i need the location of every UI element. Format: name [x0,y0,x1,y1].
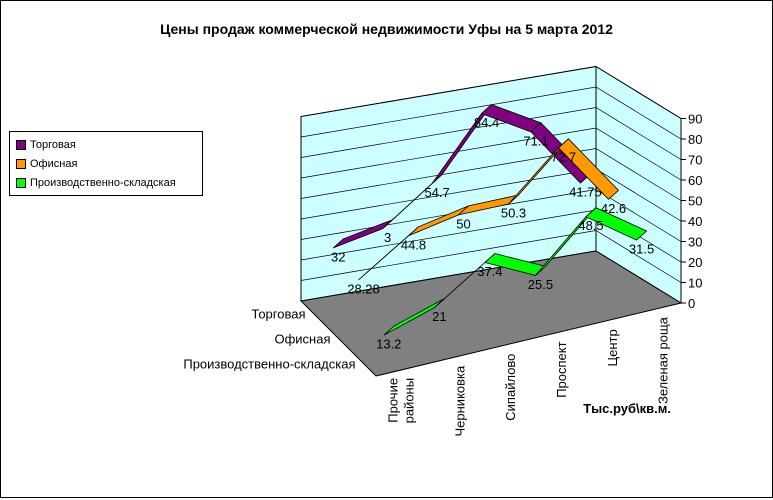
category-label-line: районы [401,378,416,423]
data-label: 37.4 [477,264,502,279]
category-label: Черниковка [452,365,467,437]
gridline [300,66,682,119]
y-tick-label: 60 [688,173,702,188]
legend-item: Производственно-складская [10,173,202,192]
data-label: 44.8 [401,237,426,252]
legend-swatch [16,158,26,169]
y-tick-label: 40 [688,214,702,229]
data-label: 21 [432,309,446,324]
series-segment [557,138,620,200]
data-label: 48.5 [578,218,603,233]
category-label-line: Зеленая роща [656,316,671,404]
series-axis-label: Торговая [251,307,305,322]
y-tick-label: 50 [688,194,702,209]
y-tick-label: 0 [688,296,695,311]
series-axis-label: Производственно-складская [183,357,355,372]
category-label: Центр [605,329,620,366]
data-label: 50.3 [501,206,526,221]
y-tick-label: 80 [688,132,702,147]
legend-label: Торговая [30,138,76,151]
y-tick-label: 10 [688,276,702,291]
y-tick-label: 30 [688,235,702,250]
y-tick-label: 70 [688,153,702,168]
legend-swatch [16,177,26,188]
data-label: 41.75 [569,185,602,200]
category-label-line: Сипайлово [503,354,518,421]
gridline [300,127,682,181]
data-label: 25.5 [528,277,553,292]
series-axis-label: Офисная [274,332,330,347]
data-label: 50 [456,216,470,231]
data-label: 28.28 [347,281,380,296]
gridline [300,230,682,283]
legend-label: Производственно-складская [30,176,176,189]
legend-label: Офисная [30,157,78,170]
axis-unit-label: Тыс.руб\кв.м. [583,401,671,416]
category-label: Зеленая роща [656,316,671,404]
data-label: 42.6 [601,201,626,216]
category-label-line: Прочие [385,378,400,423]
gridline [300,148,682,201]
data-label: 3 [384,230,391,245]
data-label: 13.2 [376,337,401,352]
chart-title: Цены продаж коммерческой недвижимости Уф… [160,21,613,37]
y-tick-label: 20 [688,255,702,270]
category-label-line: Черниковка [452,365,467,437]
data-label: 84.4 [474,115,499,130]
legend-item: Торговая [10,135,202,154]
category-label-line: Проспект [554,341,569,397]
gridline [300,86,682,140]
gridline [300,189,682,242]
category-label: Проспект [554,341,569,397]
legend: Торговая Офисная Производственно-складск… [9,131,203,196]
gridline [300,107,682,160]
y-tick-label: 90 [688,112,702,127]
data-label: 71.1 [523,133,548,148]
category-label-line: Центр [605,329,620,366]
series-segment [585,207,648,241]
legend-item: Офисная [10,154,202,173]
data-label: 54.7 [424,185,449,200]
data-label: 31.5 [629,242,654,257]
data-label: 32 [331,249,345,264]
legend-swatch [16,139,26,150]
category-label: Сипайлово [503,354,518,421]
data-label: 72.7 [551,149,576,164]
